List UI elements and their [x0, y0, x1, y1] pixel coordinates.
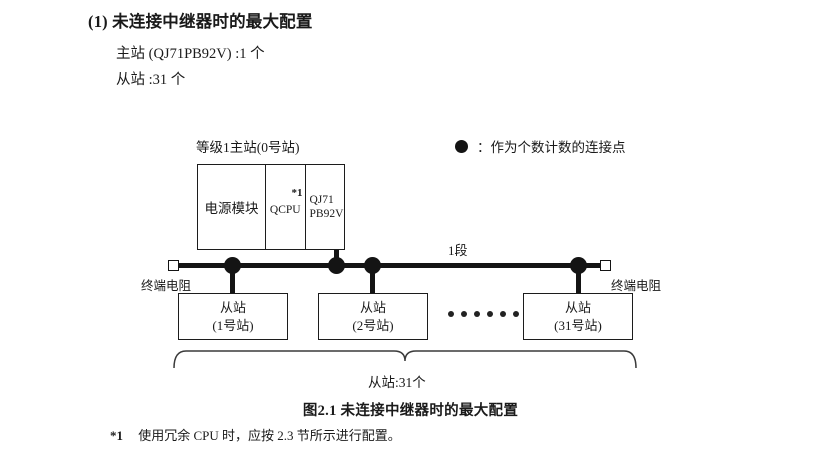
- slave-total-label: 从站:31个: [368, 375, 426, 390]
- figure-caption: 图2.1 未连接中继器时的最大配置: [302, 403, 519, 419]
- slave-station-box-31: 从站 (31号站): [523, 293, 633, 340]
- slave-count-line: 从站 :31 个: [116, 72, 186, 88]
- slave-station-box-2: 从站 (2号站): [318, 293, 428, 340]
- slave-label-line2: (2号站): [352, 317, 394, 333]
- slave-station-box-1: 从站 (1号站): [178, 293, 288, 340]
- master-module-label: QJ71 PB92V: [310, 193, 344, 222]
- segment-label: 1段: [448, 243, 468, 258]
- slave1-drop-line: [230, 266, 235, 294]
- legend: ： 作为个数计数的连接点: [455, 136, 626, 156]
- master-station-box: 电源模块 QCPU *1 QJ71 PB92V: [197, 164, 345, 250]
- power-module-cell: 电源模块: [198, 165, 267, 249]
- cpu-module-cell: QCPU *1: [266, 165, 306, 249]
- slave-group-brace: [173, 350, 637, 369]
- ellipsis-dot: [487, 311, 493, 317]
- terminator-left-icon: [168, 260, 179, 271]
- section-title: 未连接中继器时的最大配置: [112, 12, 313, 31]
- terminator-left-label: 终端电阻: [141, 279, 192, 293]
- footnote: *1 使用冗余 CPU 时，应按 2.3 节所示进行配置。: [110, 425, 401, 444]
- terminator-right-label: 终端电阻: [611, 279, 662, 293]
- slave2-drop-line: [370, 266, 375, 294]
- terminator-right-icon: [600, 260, 611, 271]
- section-heading: (1) 未连接中继器时的最大配置: [88, 8, 313, 32]
- cpu-module-label: QCPU: [269, 204, 301, 216]
- ellipsis-dot: [500, 311, 506, 317]
- connection-node-slave31: [570, 257, 587, 274]
- master-module-cell: QJ71 PB92V: [306, 165, 345, 249]
- section-number: (1): [88, 12, 108, 31]
- footnote-mark: *1: [110, 428, 123, 443]
- power-module-label: 电源模块: [204, 201, 259, 216]
- legend-separator: ：: [477, 140, 491, 155]
- master-count-line: 主站 (QJ71PB92V) :1 个: [116, 46, 265, 62]
- slave-label-line1: 从站: [359, 299, 386, 315]
- footnote-text: 使用冗余 CPU 时，应按 2.3 节所示进行配置。: [138, 428, 401, 443]
- slave31-drop-line: [576, 266, 581, 294]
- legend-text: 作为个数计数的连接点: [490, 140, 626, 155]
- master-station-label: 等级1主站(0号站): [196, 140, 300, 155]
- connection-point-icon: [455, 139, 468, 153]
- bus-line: [176, 263, 608, 268]
- connection-node-slave2: [364, 257, 381, 274]
- ellipsis-dot: [474, 311, 480, 317]
- connection-node-slave1: [224, 257, 241, 274]
- slave-label-line2: (1号站): [212, 317, 254, 333]
- cpu-footnote-mark: *1: [291, 187, 303, 199]
- slave-label-line1: 从站: [219, 299, 246, 315]
- master-module-label-line1: QJ71: [309, 193, 334, 206]
- slave-label-line1: 从站: [564, 299, 591, 315]
- ellipsis-dot: [513, 311, 519, 317]
- connection-node-master: [328, 257, 345, 274]
- ellipsis-dot: [461, 311, 467, 317]
- ellipsis-dot: [448, 311, 454, 317]
- slave-label-line2: (31号站): [554, 317, 602, 333]
- master-module-label-line2: PB92V: [309, 208, 344, 220]
- ellipsis-dots: [448, 311, 519, 317]
